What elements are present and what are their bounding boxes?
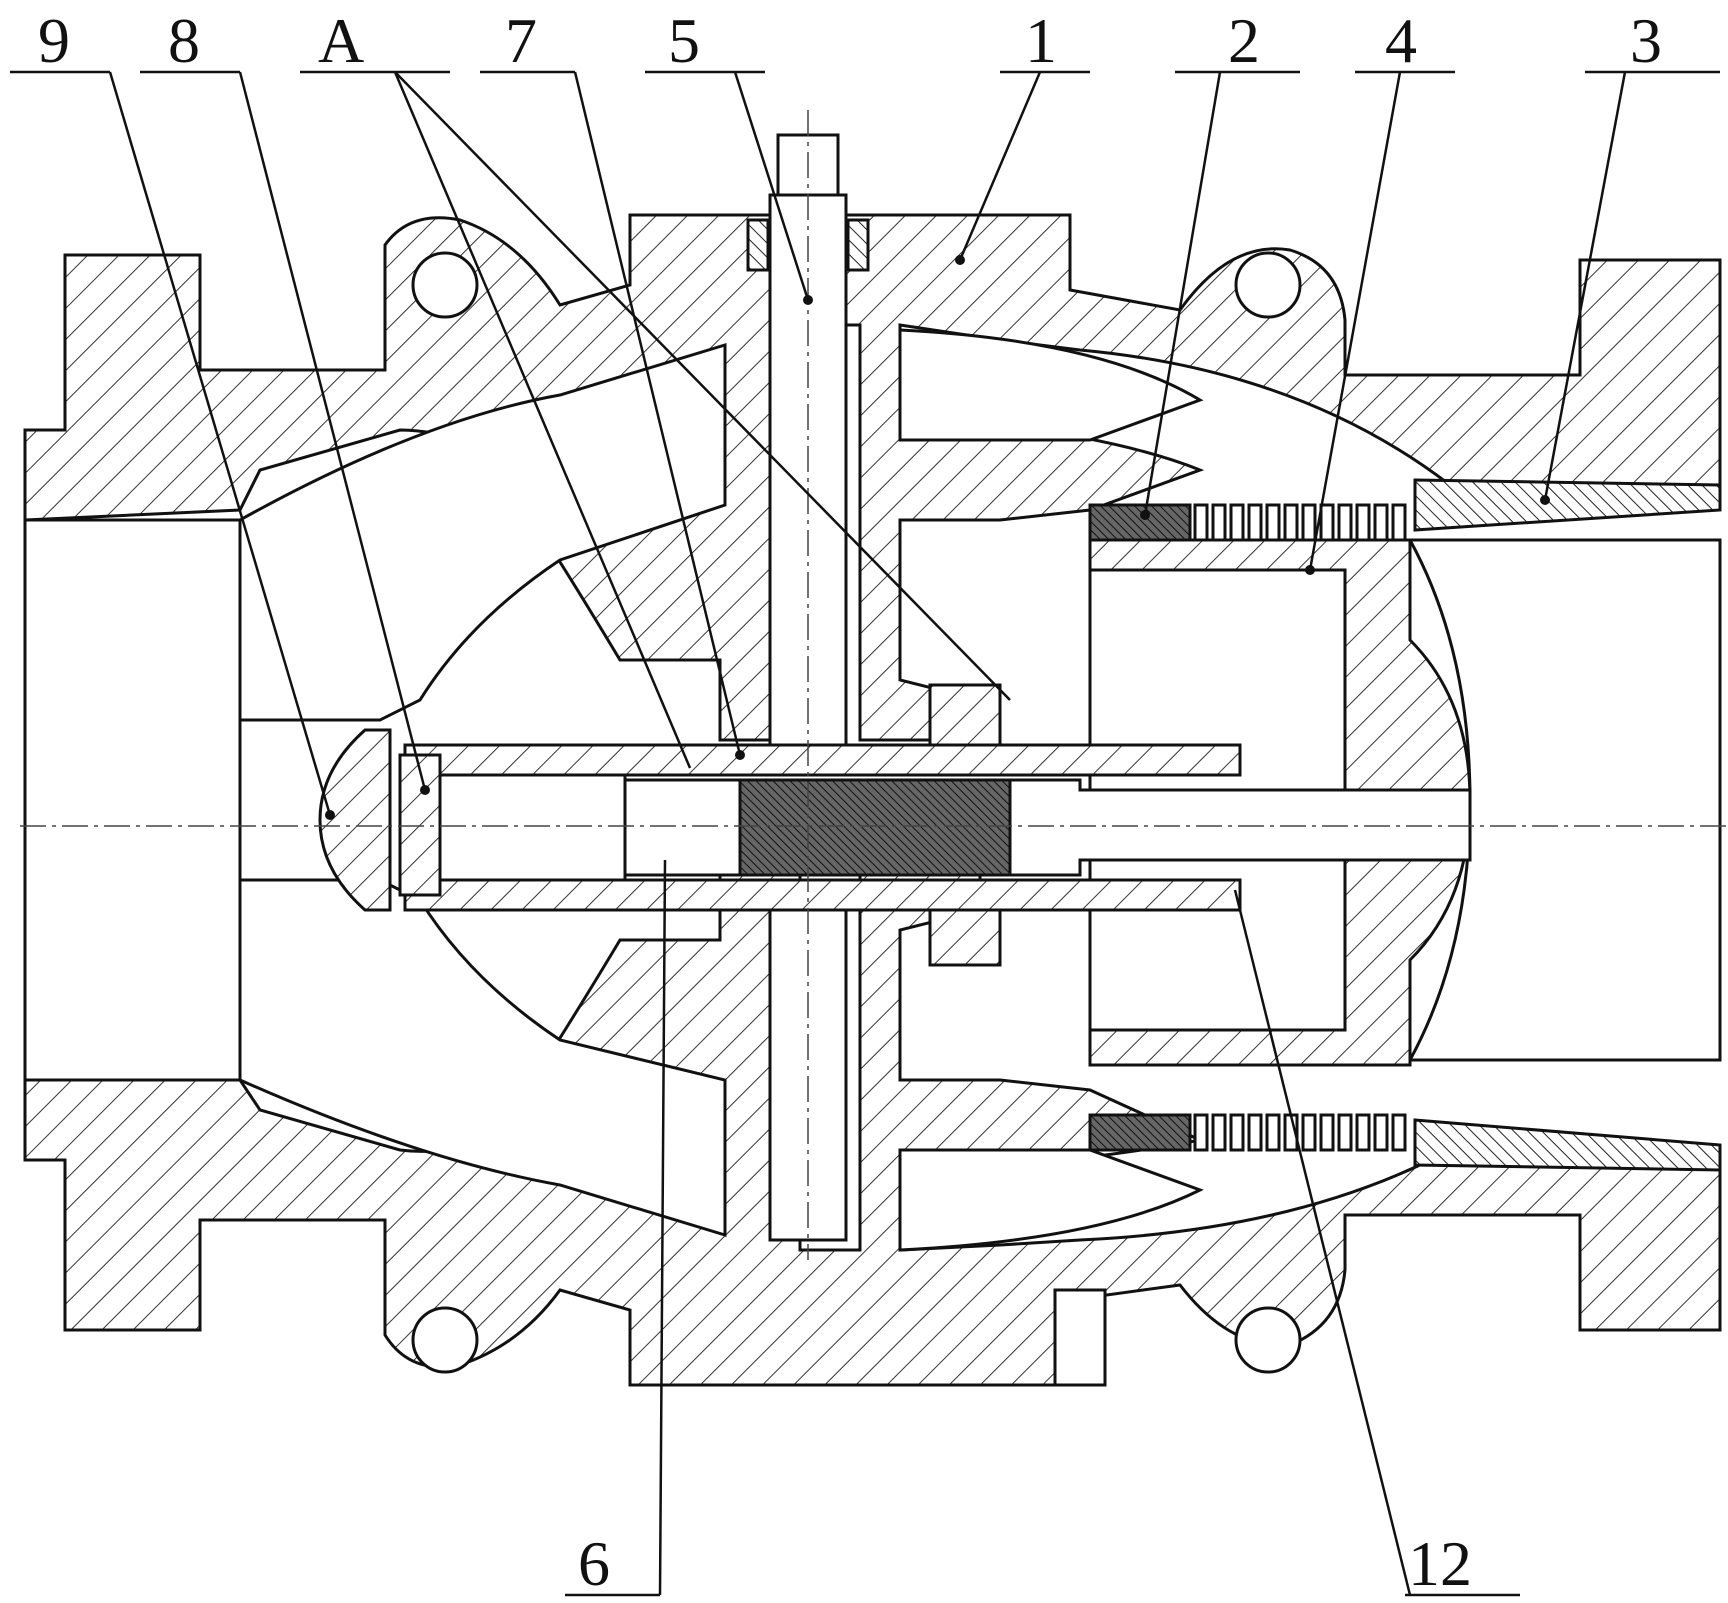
spring-coil [1337,1113,1353,1152]
label-1: 1 [1025,5,1057,76]
leader-lines [10,70,1720,1597]
seat-ring [1413,478,1722,1172]
flow-passages [23,328,1722,1252]
bolt-hole-bottom-right [1234,1306,1302,1374]
spring-coil [1193,503,1209,542]
spring-coil [1391,1113,1407,1152]
spring-coil [1337,503,1353,542]
spring-coil [1283,503,1299,542]
spring-coil [1301,503,1317,542]
spring-coil [1211,1113,1227,1152]
spring-coil [1211,503,1227,542]
label-3: 3 [1630,5,1662,76]
spring-coil [1373,1113,1389,1152]
bolt-hole-top-right [1234,251,1302,319]
bolt-holes [411,251,1302,1374]
seal-top [1088,503,1192,542]
spring-coil [1373,503,1389,542]
seal-and-spring [1088,503,1407,1152]
spring-coil [1355,503,1371,542]
spring-coil [1391,503,1407,542]
spring-coil [1301,1113,1317,1152]
label-2: 2 [1228,5,1260,76]
spring-coil [1319,1113,1335,1152]
spring-coil [1229,1113,1245,1152]
label-5: 5 [668,5,700,76]
spring-coil [1193,1113,1209,1152]
spring-coil [1355,1113,1371,1152]
label-7: 7 [505,5,537,76]
bolt-hole-bottom-left [411,1306,479,1374]
spring-coil [1229,503,1245,542]
nose-cone [318,728,442,912]
label-8: 8 [168,5,200,76]
part-labels: 9 8 A 7 5 1 2 4 3 6 12 [38,5,1662,1599]
seal-bottom [1088,1113,1192,1152]
label-6: 6 [578,1528,610,1599]
label-a: A [318,5,364,76]
spring-coil [1265,1113,1281,1152]
label-4: 4 [1385,5,1417,76]
bolt-hole-top-left [411,251,479,319]
spring-coils-top [1193,503,1407,542]
spring-coil [1247,1113,1263,1152]
spring-coils-bottom [1193,1113,1407,1152]
label-12: 12 [1408,1528,1472,1599]
valve-stem [403,773,1472,882]
guide-bushing [403,683,1242,967]
spring-coil [1265,503,1281,542]
spring-coil [1247,503,1263,542]
spring-coil [1319,503,1335,542]
drain-plug [1053,1288,1107,1387]
label-9: 9 [38,5,70,76]
leader-dots [325,255,1550,820]
